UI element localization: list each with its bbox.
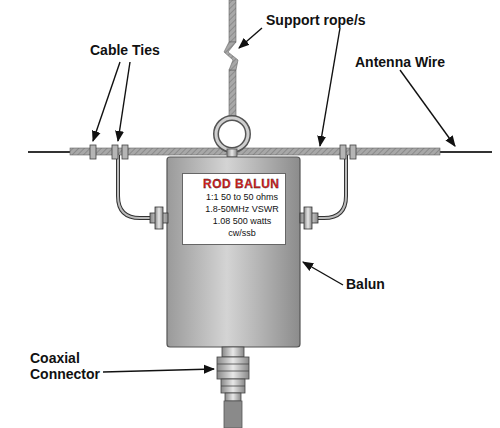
eye-bolt	[216, 118, 248, 150]
support-rope	[229, 70, 236, 116]
coaxial-cable	[224, 401, 242, 428]
spec-text: 1:1 50 to 50 ohms 1.8-50MHz VSWR 1.08 50…	[203, 191, 281, 240]
rope-break	[224, 42, 238, 70]
callout-label: Cable Ties	[90, 42, 160, 58]
balun-label-plate: ROD BALUN1:1 50 to 50 ohms 1.8-50MHz VSW…	[182, 173, 286, 245]
leader-arrow	[93, 28, 455, 372]
callout-label: Antenna Wire	[355, 54, 445, 70]
callout-label: Coaxial Connector	[30, 350, 104, 382]
balun-housing	[167, 157, 300, 347]
coaxial-connector	[217, 347, 249, 401]
brand-name: ROD BALUN	[203, 177, 281, 191]
eye-bolt	[216, 118, 248, 150]
support-rope	[229, 0, 236, 42]
callout-label: Balun	[346, 276, 385, 292]
eye-nut	[227, 149, 237, 157]
callout-label: Support rope/s	[266, 12, 366, 28]
